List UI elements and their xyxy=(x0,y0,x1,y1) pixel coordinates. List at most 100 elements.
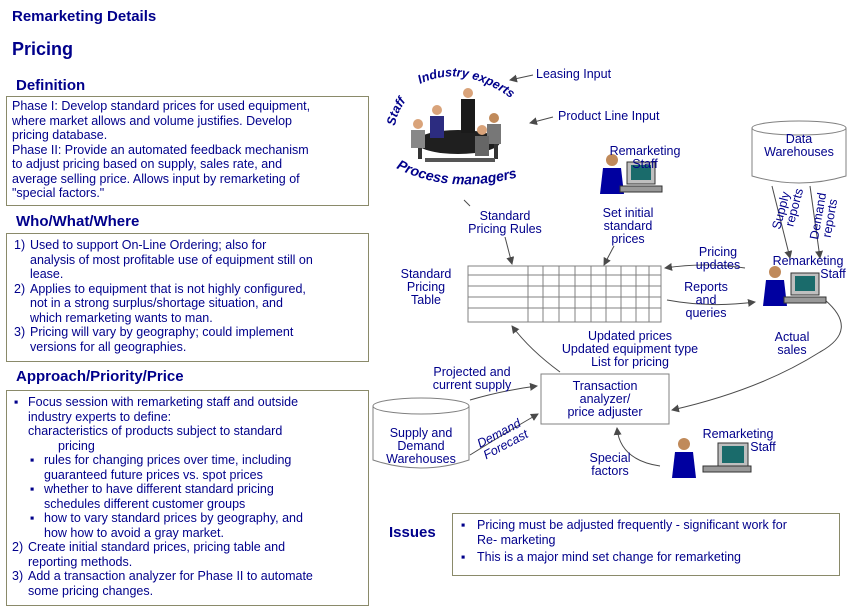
approach-list: ▪ Focus session with remarketing staff an… xyxy=(12,395,363,598)
approach-sub-item: ▪ whether to have different standard pric… xyxy=(12,482,363,511)
who-item-line: Used to support On-Line Ordering; also f… xyxy=(30,238,267,252)
approach-intro: ▪ Focus session with remarketing staff an… xyxy=(12,395,363,453)
approach-intro-line: characteristics of products subject to s… xyxy=(28,424,283,438)
issues-list: ▪ Pricing must be adjusted frequently - s… xyxy=(459,518,833,565)
leasing-input-label: Leasing Input xyxy=(536,67,612,81)
approach-numbered-item: 3) Add a transaction analyzer for Phase I… xyxy=(12,569,363,598)
approach-numbered-line: Create initial standard prices, pricing … xyxy=(28,540,286,554)
bullet-icon: ▪ xyxy=(30,453,35,467)
definition-line: "special factors." xyxy=(12,186,105,200)
bullet-icon: ▪ xyxy=(30,511,35,525)
svg-text:Demand Forecast: Demand Forecast xyxy=(475,414,532,462)
who-box: 1) Used to support On-Line Ordering; also… xyxy=(6,233,369,362)
approach-numbered-line: some pricing changes. xyxy=(28,583,154,598)
definition-line: pricing database. xyxy=(12,128,108,142)
svg-text:Demand reports: Demand reports xyxy=(807,188,841,242)
definition-box: Phase I: Develop standard prices for use… xyxy=(6,96,369,206)
who-item-line: Pricing will vary by geography; could im… xyxy=(30,325,294,339)
who-list: 1) Used to support On-Line Ordering; also… xyxy=(12,238,363,354)
supply-demand-warehouses-cylinder-icon xyxy=(372,397,470,469)
approach-item-number: 3) xyxy=(12,569,24,583)
approach-sub-line: schedules different customer groups xyxy=(44,496,246,511)
remarketing-staff-bottom-icon xyxy=(672,438,752,478)
approach-sub-item: ▪ rules for changing prices over time, in… xyxy=(12,453,363,482)
meeting-figures-icon xyxy=(411,88,501,162)
who-item-line: lease. xyxy=(30,267,64,281)
approach-numbered-line: Add a transaction analyzer for Phase II … xyxy=(28,569,313,583)
approach-intro-line: pricing xyxy=(58,438,95,453)
who-item-line: analysis of most profitable use of equip… xyxy=(30,252,313,267)
who-item-line: not in a strong surplus/shortage situati… xyxy=(30,296,283,310)
approach-sub-line: how how to avoid a gray market. xyxy=(44,525,224,540)
transaction-analyzer-box xyxy=(540,373,670,425)
issue-line: Pricing must be adjusted frequently - si… xyxy=(477,518,787,532)
standard-pricing-table-grid xyxy=(467,265,662,323)
approach-sub-line: whether to have different standard prici… xyxy=(44,482,274,496)
approach-sub-item: ▪ how to vary standard prices by geograph… xyxy=(12,511,363,540)
bullet-icon: ▪ xyxy=(461,550,466,564)
approach-sub-line: rules for changing prices over time, inc… xyxy=(44,453,292,467)
approach-numbered-item: 2) Create initial standard prices, pricin… xyxy=(12,540,363,569)
remarketing-staff-right-icon xyxy=(763,266,827,306)
who-item-number: 3) xyxy=(14,325,26,339)
who-item-number: 1) xyxy=(14,238,26,252)
who-item: 2) Applies to equipment that is not highl… xyxy=(12,282,363,326)
approach-numbered-line: reporting methods. xyxy=(28,554,133,569)
approach-intro-line: industry experts to define: xyxy=(28,409,172,424)
who-item: 1) Used to support On-Line Ordering; also… xyxy=(12,238,363,282)
definition-text: Phase I: Develop standard prices for use… xyxy=(12,99,363,201)
demand-reports-label-2: reports xyxy=(820,198,841,239)
definition-line: where market allows and volume justifies… xyxy=(12,113,292,128)
issue-item: ▪ This is a major mind set change for rem… xyxy=(459,550,833,565)
approach-sub-line: how to vary standard prices by geography… xyxy=(44,511,303,525)
issue-item: ▪ Pricing must be adjusted frequently - s… xyxy=(459,518,833,547)
remarketing-staff-top-icon xyxy=(600,154,663,194)
approach-heading: Approach/Priority/Price xyxy=(16,368,184,385)
issue-line: This is a major mind set change for rema… xyxy=(477,550,741,564)
definition-line: Phase II: Provide an automated feedback … xyxy=(12,142,309,157)
who-item-number: 2) xyxy=(14,281,26,296)
who-item-line: Applies to equipment that is not highly … xyxy=(30,281,306,296)
who-item-line: which remarketing wants to man. xyxy=(30,310,213,325)
definition-line: average selling price. Allows input by r… xyxy=(12,171,300,186)
page-title: Remarketing Details xyxy=(12,8,157,25)
bullet-icon: ▪ xyxy=(30,482,35,496)
issues-heading: Issues xyxy=(389,524,436,541)
approach-box: ▪ Focus session with remarketing staff an… xyxy=(6,390,369,606)
product-line-input-label: Product Line Input xyxy=(558,109,660,123)
approach-sub-line: guaranteed future prices vs. spot prices xyxy=(44,467,263,482)
data-warehouses-cylinder-icon xyxy=(751,120,847,184)
definition-line: Phase I: Develop standard prices for use… xyxy=(12,99,311,113)
issue-line: Re- marketing xyxy=(477,532,556,547)
arc-staff-label: Staff xyxy=(384,93,409,127)
who-item: 3) Pricing will vary by geography; could … xyxy=(12,325,363,354)
bullet-icon: ▪ xyxy=(461,518,466,532)
approach-item-number: 2) xyxy=(12,540,24,554)
svg-text:Staff: Staff xyxy=(384,93,409,127)
definition-line: to adjust pricing based on supply, sales… xyxy=(12,157,283,171)
approach-intro-line: Focus session with remarketing staff and… xyxy=(28,395,299,409)
definition-heading: Definition xyxy=(16,77,86,94)
who-heading: Who/What/Where xyxy=(16,213,140,230)
bullet-icon: ▪ xyxy=(14,395,19,409)
page-subtitle: Pricing xyxy=(12,39,74,59)
who-item-line: versions for all geographies. xyxy=(30,339,187,354)
svg-text:Supply reports: Supply reports xyxy=(769,184,806,234)
issues-box: ▪ Pricing must be adjusted frequently - s… xyxy=(452,513,840,576)
